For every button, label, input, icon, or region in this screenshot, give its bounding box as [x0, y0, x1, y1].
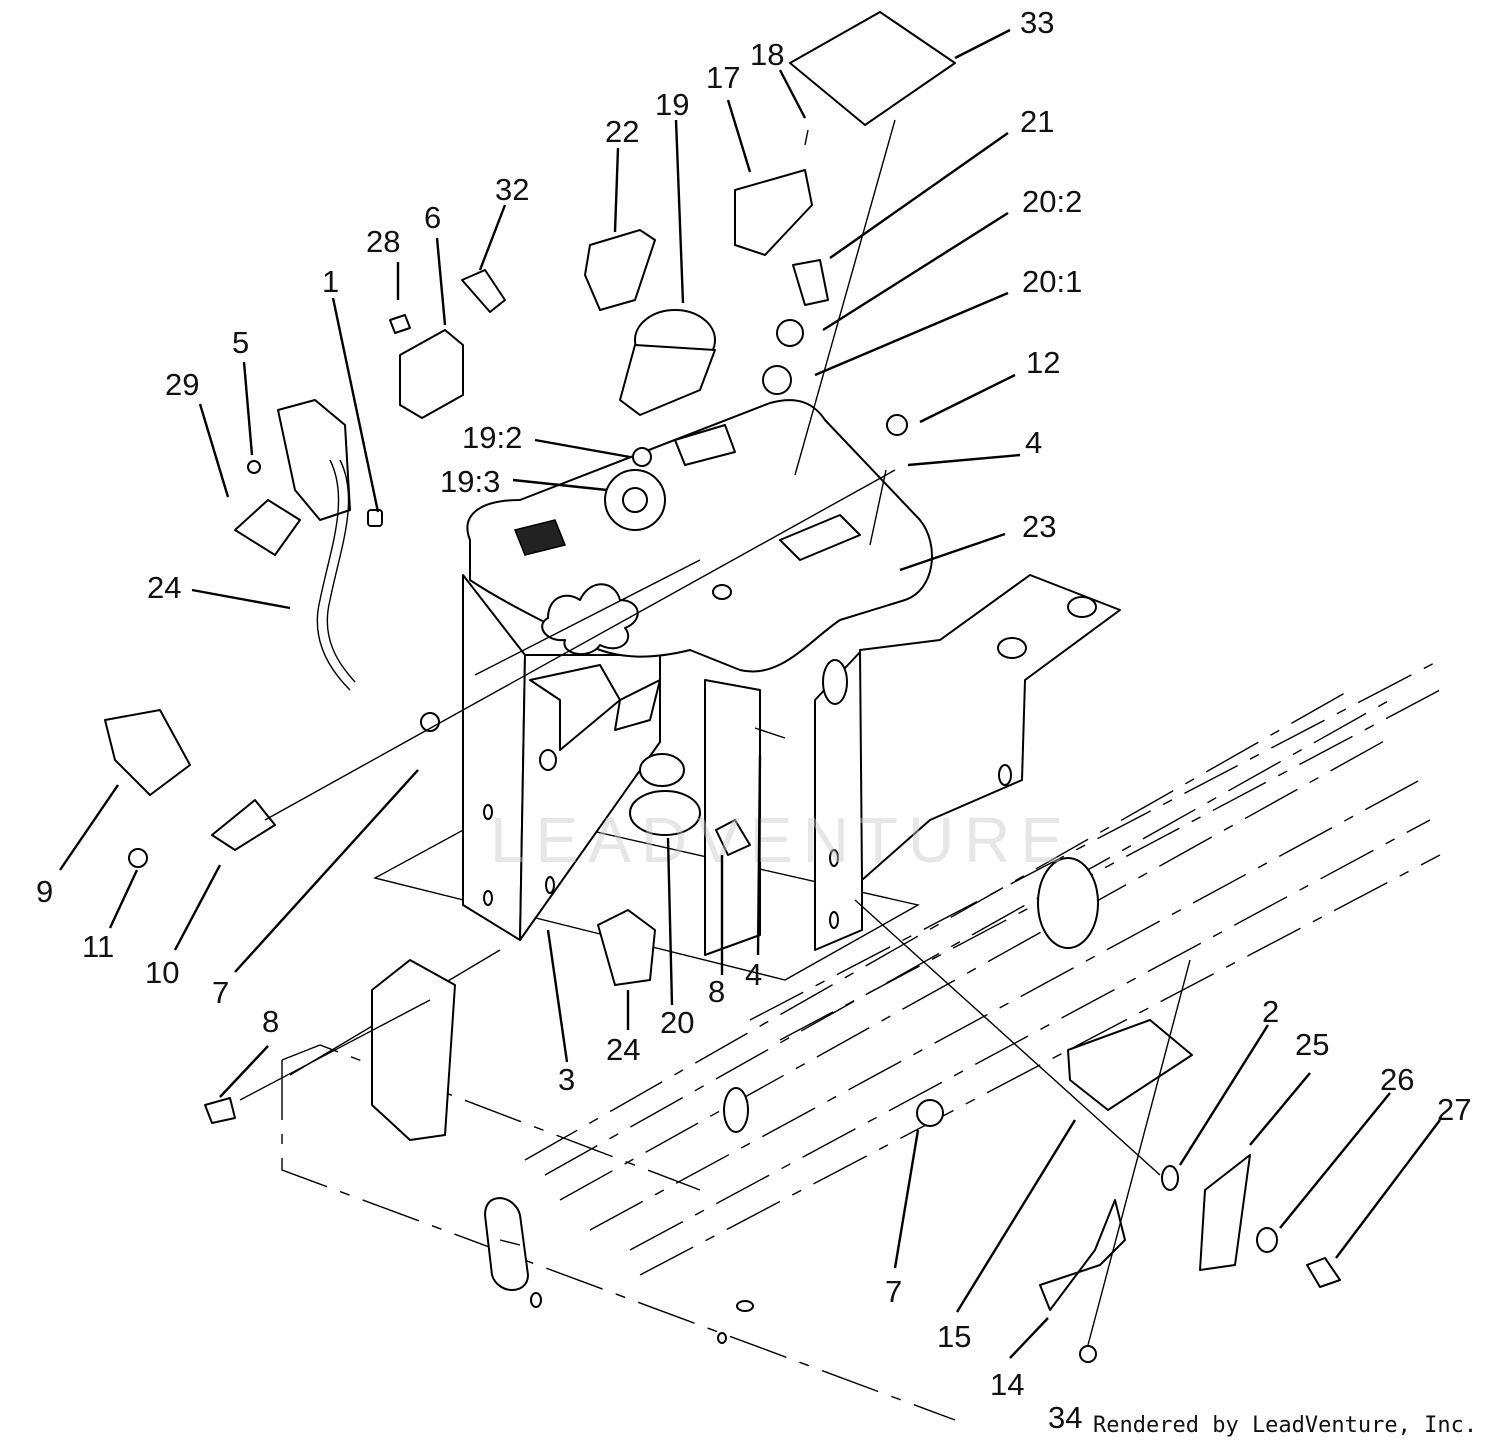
- callout-24-lower: 24: [606, 1032, 640, 1067]
- callout-14: 14: [990, 1367, 1024, 1402]
- frame-assembly: [281, 659, 1441, 1421]
- control-panel: [466, 399, 933, 751]
- callout-19-2: 19:2: [462, 420, 522, 455]
- render-credit: Rendered by LeadVenture, Inc.: [1093, 1413, 1477, 1438]
- callout-21: 21: [1020, 104, 1054, 139]
- callout-1: 1: [322, 264, 339, 299]
- callout-18: 18: [750, 37, 784, 72]
- callout-32: 32: [495, 172, 529, 207]
- callout-9: 9: [36, 874, 53, 909]
- callout-28: 28: [366, 224, 400, 259]
- callout-27: 27: [1437, 1092, 1471, 1127]
- callout-19-3: 19:3: [440, 464, 500, 499]
- callout-23: 23: [1022, 509, 1056, 544]
- callout-7-right: 7: [885, 1274, 902, 1309]
- callout-labels: 33 18 17 19 22 32 21 20:2 20:1 28 6 1 5 …: [36, 5, 1471, 1435]
- callout-12: 12: [1026, 345, 1060, 380]
- callout-20-1: 20:1: [1022, 264, 1082, 299]
- callout-19: 19: [655, 87, 689, 122]
- callout-11: 11: [82, 929, 114, 964]
- callout-6: 6: [424, 200, 441, 235]
- callout-29: 29: [165, 367, 199, 402]
- callout-33: 33: [1020, 5, 1054, 40]
- callout-15: 15: [937, 1319, 971, 1354]
- callout-4-lower: 4: [745, 957, 762, 992]
- callout-20: 20: [660, 1005, 694, 1040]
- callout-2: 2: [1262, 994, 1279, 1029]
- callout-8-middle: 8: [708, 974, 725, 1009]
- callout-7-left: 7: [212, 975, 229, 1010]
- callout-17: 17: [706, 60, 740, 95]
- callout-22: 22: [605, 114, 639, 149]
- callout-5: 5: [232, 325, 249, 360]
- callout-26: 26: [1380, 1062, 1414, 1097]
- callout-10: 10: [145, 955, 179, 990]
- callout-4-upper: 4: [1025, 425, 1042, 460]
- callout-3: 3: [558, 1062, 575, 1097]
- callout-34: 34: [1048, 1400, 1082, 1435]
- callout-8-left: 8: [262, 1004, 279, 1039]
- leader-lines: [59, 28, 1441, 1359]
- watermark-text: LEADVENTURE: [490, 804, 1073, 876]
- callout-25: 25: [1295, 1027, 1329, 1062]
- pedestal-bracket: [462, 574, 1121, 956]
- components: [104, 11, 1341, 1363]
- callout-20-2: 20:2: [1022, 184, 1082, 219]
- callout-24-upper: 24: [147, 570, 181, 605]
